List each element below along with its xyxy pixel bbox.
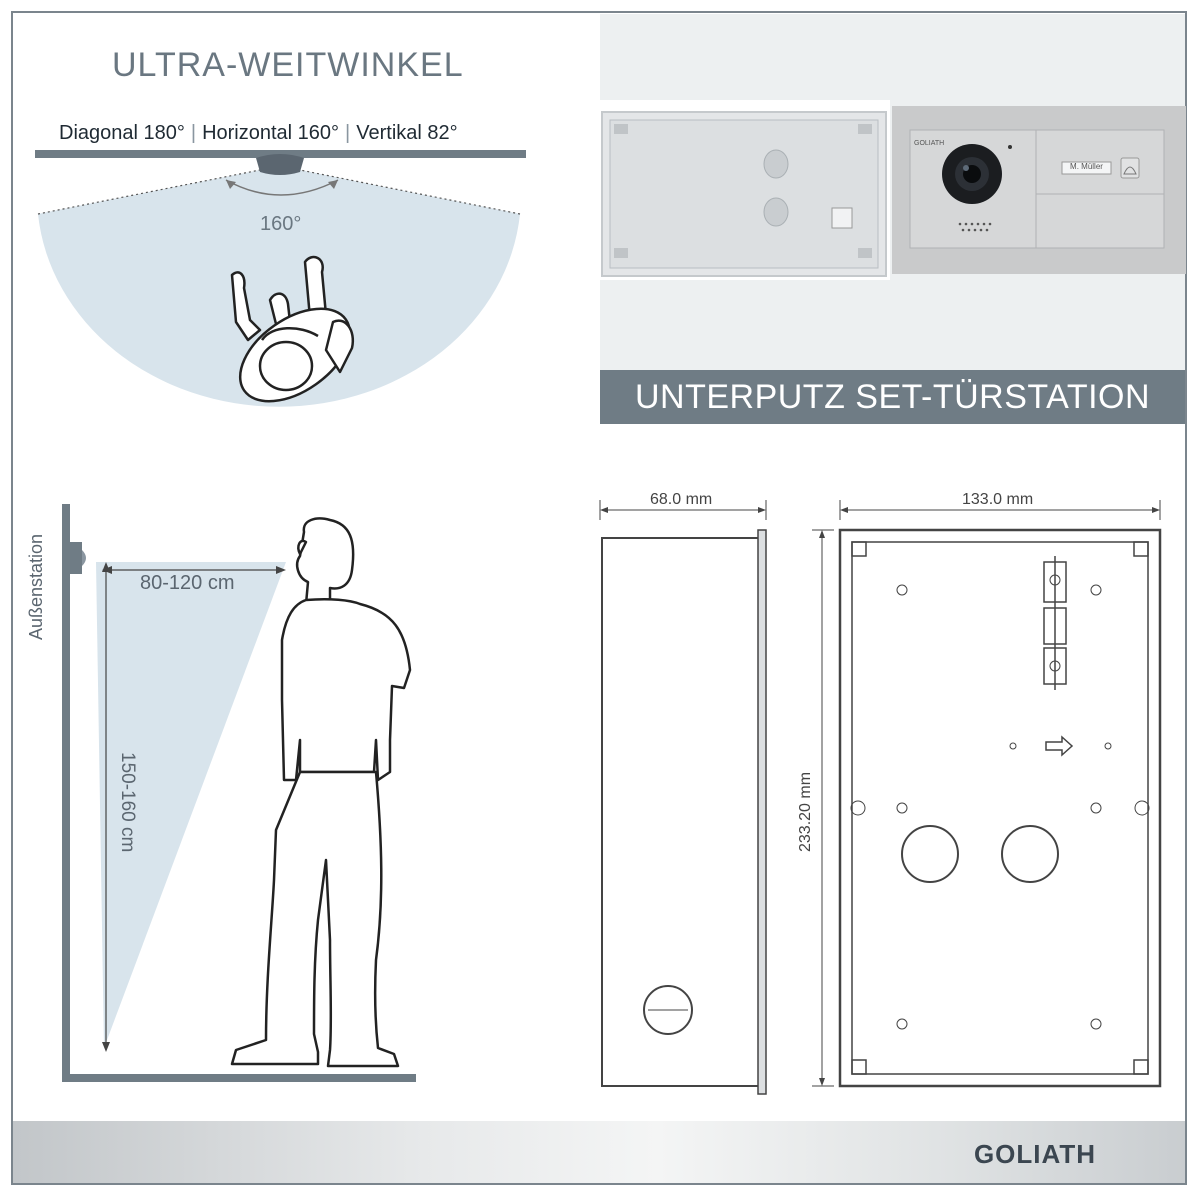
mounting-height-label: 150-160 cm (117, 752, 138, 853)
reach-distance-label: 80-120 cm (140, 572, 235, 594)
bell-button-icon (1120, 157, 1140, 179)
svg-text:GOLIATH: GOLIATH (914, 140, 944, 147)
view-cone (96, 562, 286, 1048)
angle-specs: Diagonal 180°|Horizontal 160°|Vertikal 8… (59, 122, 458, 145)
name-label: M. Müller (1070, 162, 1103, 171)
mounting-height-diagram (62, 504, 416, 1082)
technical-drawings (599, 500, 1162, 1095)
wall-line (62, 504, 70, 1080)
outer-frame (11, 11, 1187, 1185)
wall-bar (35, 150, 526, 158)
product-banner: UNTERPUTZ SET-TÜRSTATION (600, 370, 1185, 424)
diagonal-angle: Diagonal 180° (59, 122, 185, 144)
footer-bar (13, 1121, 1185, 1183)
wall-station-label: Außenstation (26, 533, 46, 640)
person-topview-icon (230, 255, 355, 403)
angle-arc (225, 179, 339, 196)
wide-angle-title: ULTRA-WEITWINKEL (112, 46, 464, 84)
field-of-view-diagram: . (35, 150, 526, 407)
separator: | (190, 122, 197, 144)
person-sideview-icon (230, 517, 412, 1068)
speaker-grille-icon (958, 222, 992, 232)
fov-area (38, 166, 520, 407)
front-view-drawing (812, 500, 1162, 1088)
separator: | (345, 122, 351, 144)
horizontal-angle: Horizontal 160° (202, 122, 340, 144)
floor-line (62, 1074, 416, 1082)
brand-logo: GOLIATH (973, 1139, 1096, 1169)
depth-dimension: 68.0 mm (650, 491, 713, 508)
angle-label: 160° (260, 213, 302, 235)
camera-dome-icon (256, 154, 304, 175)
width-dimension: 133.0 mm (962, 491, 1034, 508)
outdoor-station-icon (70, 542, 82, 574)
product-photos: GOLIATH (594, 100, 1186, 280)
direction-arrow-icon (1045, 735, 1074, 757)
vertical-angle: Vertikal 82° (356, 122, 458, 144)
height-dimension: 233.20 mm (797, 771, 814, 852)
banner-title: UNTERPUTZ SET-TÜRSTATION (634, 378, 1151, 416)
side-view-drawing (599, 500, 767, 1095)
